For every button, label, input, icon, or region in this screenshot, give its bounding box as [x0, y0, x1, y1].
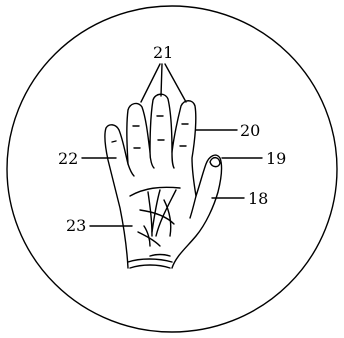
label-thumb-tip: 19 [266, 149, 286, 168]
label-little-finger: 22 [58, 149, 78, 168]
leader-fingertips-mid [161, 64, 162, 96]
hand-icon [105, 94, 222, 268]
label-fingertips: 21 [153, 43, 173, 62]
label-thumb-base: 18 [248, 189, 268, 208]
leader-fingertips-right [165, 64, 186, 102]
leader-fingertips-left [141, 64, 160, 102]
label-palm: 23 [66, 216, 86, 235]
label-finger-joint: 20 [240, 121, 260, 140]
